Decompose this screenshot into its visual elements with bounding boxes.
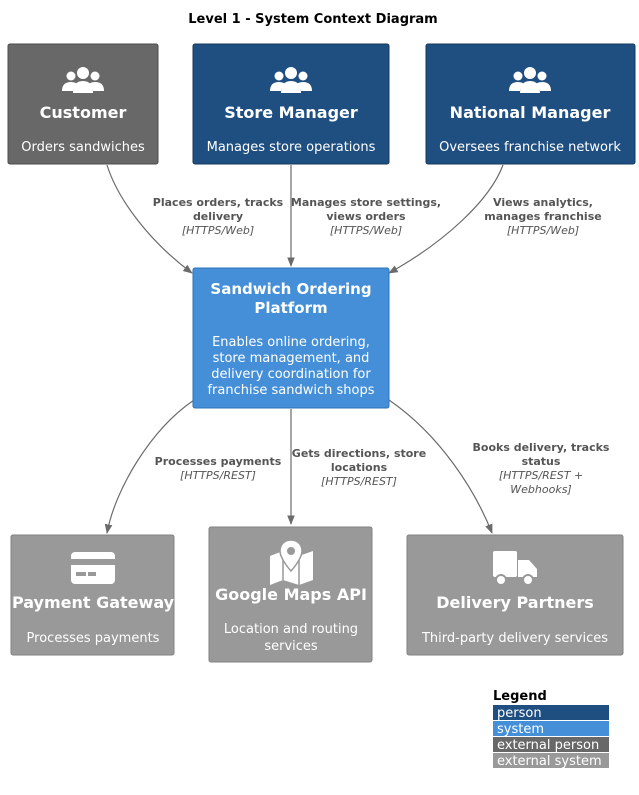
node-customer: Customer Orders sandwiches [7, 43, 159, 165]
edge-customer-platform [106, 164, 193, 274]
node-google-maps-api: Google Maps API Location and routing ser… [208, 526, 373, 663]
edge-label-customer-platform: Places orders, tracks delivery [HTTPS/We… [153, 196, 284, 237]
edge-label-line: Processes payments [155, 455, 282, 468]
edge-label-line: Gets directions, store [292, 447, 426, 460]
edge-platform-payment [104, 399, 195, 534]
edge-tech-label: [HTTPS/Web] [182, 224, 254, 237]
edge-tech-label: [HTTPS/REST + [499, 469, 583, 482]
credit-card-icon [71, 552, 115, 584]
node-description: Orders sandwiches [21, 140, 145, 155]
node-box [425, 43, 636, 165]
node-name: Sandwich Ordering [210, 280, 371, 298]
node-box [192, 43, 390, 165]
node-name: Platform [254, 299, 327, 317]
edge-platform-delivery [388, 399, 493, 534]
node-description: franchise sandwich shops [207, 383, 374, 398]
truck-icon [493, 551, 537, 586]
node-box [10, 534, 175, 656]
legend-item-external-system: external system [497, 754, 602, 769]
edge-tech-label: [HTTPS/REST] [180, 469, 256, 482]
node-box [406, 534, 624, 656]
edge-label-line: manages franchise [484, 210, 601, 223]
legend: Legend person system external person ext… [493, 689, 609, 769]
legend-swatch-person [493, 705, 609, 720]
node-description: delivery coordination for [211, 367, 371, 382]
node-name: Google Maps API [215, 585, 367, 604]
node-sandwich-ordering-platform: Sandwich Ordering Platform Enables onlin… [192, 267, 390, 409]
legend-swatch-external-system [493, 753, 609, 768]
edge-label-line: locations [331, 461, 388, 474]
legend-swatch-system [493, 721, 609, 736]
node-description: Manages store operations [207, 140, 376, 155]
diagram-title: Level 1 - System Context Diagram [188, 12, 437, 27]
node-name: Delivery Partners [436, 593, 594, 612]
node-description: Oversees franchise network [439, 140, 621, 155]
edge-label-store-manager-platform: Manages store settings, views orders [HT… [291, 196, 441, 237]
edge-tech-label: Webhooks] [510, 483, 571, 496]
node-delivery-partners: Delivery Partners Third-party delivery s… [406, 534, 624, 656]
legend-swatch-external-person [493, 737, 609, 752]
users-icon [270, 67, 312, 93]
node-name: National Manager [450, 103, 611, 122]
node-description: services [264, 639, 318, 654]
edge-label-line: Views analytics, [493, 196, 593, 209]
node-description: store management, and [213, 351, 370, 366]
node-description: Third-party delivery services [421, 631, 608, 646]
node-payment-gateway: Payment Gateway Processes payments [10, 534, 175, 656]
node-name: Store Manager [224, 103, 358, 122]
node-box [208, 526, 373, 663]
edge-tech-label: [HTTPS/Web] [507, 224, 579, 237]
edge-tech-label: [HTTPS/Web] [330, 224, 402, 237]
users-icon [509, 67, 551, 93]
node-store-manager: Store Manager Manages store operations [192, 43, 390, 165]
node-box [192, 267, 390, 409]
node-description: Location and routing [224, 622, 358, 637]
node-name: Payment Gateway [12, 593, 175, 612]
edge-label-line: status [522, 455, 561, 468]
legend-item-person: person [497, 706, 542, 721]
edge-label-line: Manages store settings, [291, 196, 441, 209]
node-name: Customer [40, 103, 127, 122]
edge-label-national-manager-platform: Views analytics, manages franchise [HTTP… [484, 196, 601, 237]
edges [104, 164, 504, 534]
node-description: Enables online ordering, [212, 335, 370, 350]
legend-title: Legend [493, 689, 547, 704]
edge-tech-label: [HTTPS/REST] [321, 475, 397, 488]
edge-national-manager-platform [388, 164, 504, 274]
edge-label-line: Places orders, tracks [153, 196, 284, 209]
edge-label-platform-delivery: Books delivery, tracks status [HTTPS/RES… [473, 441, 610, 496]
users-icon [62, 67, 104, 93]
edge-label-platform-maps: Gets directions, store locations [HTTPS/… [292, 447, 426, 488]
legend-item-external-person: external person [497, 738, 599, 753]
map-pin-icon [270, 539, 313, 585]
edge-label-line: Books delivery, tracks [473, 441, 610, 454]
node-national-manager: National Manager Oversees franchise netw… [425, 43, 636, 165]
edge-label-line: delivery [193, 210, 243, 223]
edge-label-platform-payment: Processes payments [HTTPS/REST] [155, 455, 282, 482]
node-box [7, 43, 159, 165]
legend-item-system: system [497, 722, 544, 737]
edge-label-line: views orders [326, 210, 406, 223]
node-description: Processes payments [27, 631, 160, 646]
